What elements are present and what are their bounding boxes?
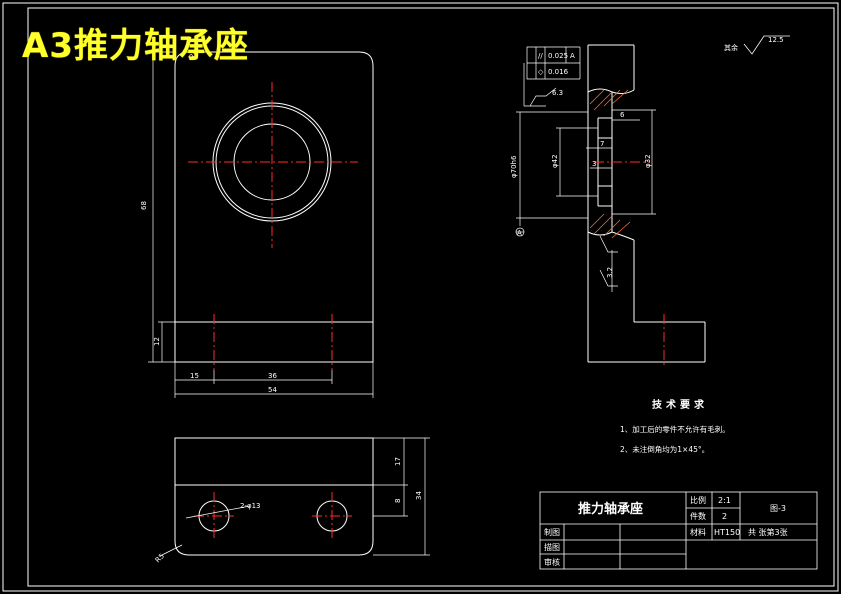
title-drawn-by: 制图: [544, 527, 560, 537]
tech-req-item-2: 2、未注倒角均为1×45°。: [620, 444, 709, 454]
tol-row1-datum: A: [570, 52, 575, 60]
title-block-lines: [539, 491, 818, 570]
dim-top-8: 8: [394, 499, 402, 503]
title-scale-value: 2:1: [718, 496, 731, 505]
dim-front-height: 68: [140, 201, 148, 210]
front-centerlines: [188, 82, 358, 370]
title-part-name: 推力轴承座: [578, 501, 643, 517]
tech-req-item-1: 1、加工后的零件不允许有毛刺。: [620, 424, 730, 434]
dim-section-mid: φ42: [551, 154, 559, 168]
tech-req-title: 技术要求: [652, 398, 708, 411]
title-scale-label: 比例: [690, 495, 706, 505]
inner-frame: [27, 7, 835, 587]
roughness-note-value: 12.5: [768, 36, 784, 44]
tol-row2-symbol: ◇: [538, 68, 544, 76]
dim-top-17: 17: [394, 457, 402, 466]
title-material-label: 材料: [690, 527, 706, 537]
roughness-note-label: 其余: [724, 43, 738, 52]
tol-row1-symbol: //: [538, 52, 543, 60]
roughness-section: 6.3: [552, 89, 563, 97]
dim-6: 6: [620, 111, 625, 119]
title-qty-value: 2: [722, 512, 727, 521]
front-view: [174, 51, 374, 363]
top-dims: [159, 437, 430, 557]
dim-54: 54: [268, 386, 277, 394]
section-dims: [515, 46, 656, 292]
top-view: [174, 437, 374, 556]
dim-3: 3: [592, 160, 596, 168]
dim-section-inner: φ32: [644, 154, 652, 168]
datum-letter: A: [517, 229, 522, 237]
title-drafted-by: 描图: [544, 542, 560, 552]
title-reviewed-by: 审核: [544, 557, 560, 567]
roughness-flange: 3.2: [606, 267, 614, 278]
roughness-symbol: [743, 35, 790, 55]
tol-row2-value: 0.016: [548, 68, 569, 76]
dim-top-34: 34: [415, 491, 423, 500]
dim-7: 7: [600, 140, 604, 148]
dim-section-large: φ70h6: [510, 155, 518, 178]
section-centerline: [594, 161, 665, 368]
title-sheet-info: 共 张第3张: [748, 527, 788, 537]
title-qty-label: 件数: [690, 511, 706, 521]
dim-holes: 2-φ13: [240, 502, 261, 510]
dim-15: 15: [190, 372, 199, 380]
tol-row1-value: 0.025: [548, 52, 568, 60]
title-material-value: HT150: [714, 528, 740, 537]
top-centerlines: [194, 492, 352, 540]
drawing-banner-title: A3推力轴承座: [22, 26, 249, 66]
dim-base-height: 12: [153, 337, 161, 346]
section-hatch: [589, 89, 631, 239]
section-view: [587, 44, 706, 363]
dim-36: 36: [268, 372, 277, 380]
front-dims: [148, 51, 374, 398]
title-drawing-no: 图-3: [770, 504, 786, 513]
